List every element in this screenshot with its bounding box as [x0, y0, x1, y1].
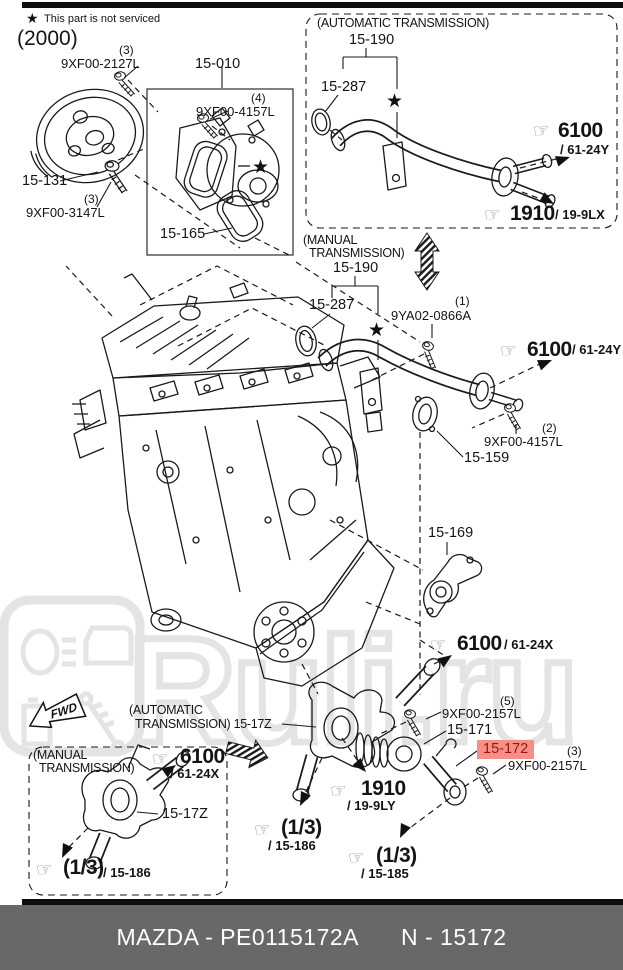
qty-label: (3) — [567, 744, 582, 758]
hatched-arrow-vertical — [414, 232, 440, 291]
pointing-hand-icon: ☞ — [498, 340, 519, 363]
water-pump-drawing — [175, 107, 280, 211]
top-border — [22, 2, 623, 8]
ref-6100-section: / 61-24X — [504, 637, 554, 652]
qty-label: (4) — [251, 91, 266, 105]
mt-pipe-drawing — [295, 325, 524, 433]
star-icon: ★ — [26, 10, 39, 26]
ref-6100: 6100 — [180, 745, 225, 768]
ref-6100-section: / 61-24X — [170, 766, 220, 781]
diagram-line-art: FWD — [28, 13, 618, 896]
fwd-arrow-icon: FWD — [28, 692, 87, 729]
water-pump-box — [146, 88, 294, 256]
part-number-15-190: 15-190 — [349, 32, 395, 48]
star-icon: ★ — [386, 91, 404, 112]
footer-figure-number: N - 15172 — [401, 924, 507, 950]
part-number-9ya02-0866a: 9YA02-0866A — [391, 308, 471, 323]
pointing-hand-icon: ☞ — [531, 120, 552, 143]
pointing-hand-icon: ☞ — [34, 859, 55, 882]
at-15-17z-label: (AUTOMATIC — [129, 703, 203, 717]
part-number-15-159: 15-159 — [464, 450, 510, 466]
not-serviced-note: This part is not serviced — [44, 13, 161, 25]
ref-1910-section: / 19-9LX — [555, 207, 605, 222]
manual-transmission-title: (MANUAL — [33, 748, 88, 762]
footer-catalog-code: MAZDA - PE0115172A — [116, 924, 359, 950]
part-number-15-17z: 15-17Z — [162, 806, 208, 822]
gasket-15-159-drawing — [412, 395, 438, 433]
pulley-drawing — [30, 88, 145, 184]
ref-6100: 6100 — [457, 632, 502, 655]
ref-6100: 6100 — [558, 119, 603, 142]
part-number-9xf00-4157l: 9XF00-4157L — [196, 104, 275, 119]
star-icon: ★ — [252, 157, 270, 178]
at-pipe-drawing — [311, 108, 556, 208]
part-number-15-169: 15-169 — [428, 525, 474, 541]
bolt-icons — [94, 67, 531, 796]
ref-1-3: (1/3) — [281, 816, 322, 839]
part-number-15-287: 15-287 — [309, 297, 355, 313]
automatic-transmission-title: (AUTOMATIC TRANSMISSION) — [317, 16, 489, 30]
qty-label: (3) — [84, 192, 99, 206]
part-number-9xf00-2157l: 9XF00-2157L — [442, 706, 521, 721]
manual-transmission-title: TRANSMISSION) — [39, 761, 135, 775]
ref-1-3: (1/3) — [63, 856, 104, 879]
qty-label: (3) — [119, 43, 134, 57]
ref-1-3: (1/3) — [376, 844, 417, 867]
ref-6100-section: / 61-24Y — [560, 142, 610, 157]
qty-label: (1) — [455, 294, 470, 308]
year-label: (2000) — [17, 27, 78, 50]
part-number-15-171: 15-171 — [447, 722, 493, 738]
at-15-17z-label: TRANSMISSION) 15-17Z — [135, 717, 272, 731]
part-number-15-131: 15-131 — [22, 173, 68, 189]
part-number-15-010: 15-010 — [195, 56, 241, 72]
part-number-9xf00-2127l: 9XF00-2127L — [61, 56, 140, 71]
ref-1-3-section: / 15-185 — [361, 866, 409, 881]
part-number-15-190: 15-190 — [333, 260, 379, 276]
star-icon: ★ — [368, 320, 386, 341]
qty-label: (5) — [500, 694, 515, 708]
bracket-15-169-drawing — [423, 553, 483, 618]
part-number-9xf00-4157l: 9XF00-4157L — [484, 434, 563, 449]
qty-label: (2) — [542, 421, 557, 435]
seal-drawing — [216, 190, 264, 242]
manual-transmission-box — [28, 746, 228, 896]
pointing-hand-icon: ☞ — [482, 204, 503, 227]
footer-divider — [22, 899, 623, 905]
hatched-arrow-right — [225, 739, 269, 769]
part-number-9xf00-3147l: 9XF00-3147L — [26, 205, 105, 220]
ref-6100: 6100 — [527, 338, 572, 361]
ref-1910: 1910 — [361, 777, 406, 800]
ref-6100-section: / 61-24Y — [572, 342, 622, 357]
ref-1-3-section: / 15-186 — [268, 838, 316, 853]
automatic-transmission-box — [305, 13, 618, 229]
watermark-logo — [0, 595, 145, 757]
highlighted-part-15-172[interactable]: 15-172 — [477, 740, 535, 759]
ref-1-3-section: / 15-186 — [103, 865, 151, 880]
footer-bar: MAZDA - PE0115172A N - 15172 — [0, 905, 623, 970]
part-number-9xf00-2157l: 9XF00-2157L — [508, 758, 587, 773]
part-number-15-165: 15-165 — [160, 226, 206, 242]
ref-1910-section: / 19-9LY — [347, 798, 396, 813]
thermostat-drawing — [292, 658, 467, 806]
pointing-hand-icon: ☞ — [328, 780, 349, 803]
pointing-hand-icon: ☞ — [428, 634, 449, 657]
part-number-15-287: 15-287 — [321, 79, 367, 95]
pointing-hand-icon: ☞ — [150, 748, 171, 771]
manual-transmission-title: TRANSMISSION) — [309, 246, 405, 260]
engine-drawing — [72, 273, 395, 687]
manual-transmission-title: (MANUAL — [303, 233, 358, 247]
ref-1910: 1910 — [510, 202, 555, 225]
leader-lines — [59, 48, 517, 815]
dashed-leaders — [65, 79, 561, 851]
